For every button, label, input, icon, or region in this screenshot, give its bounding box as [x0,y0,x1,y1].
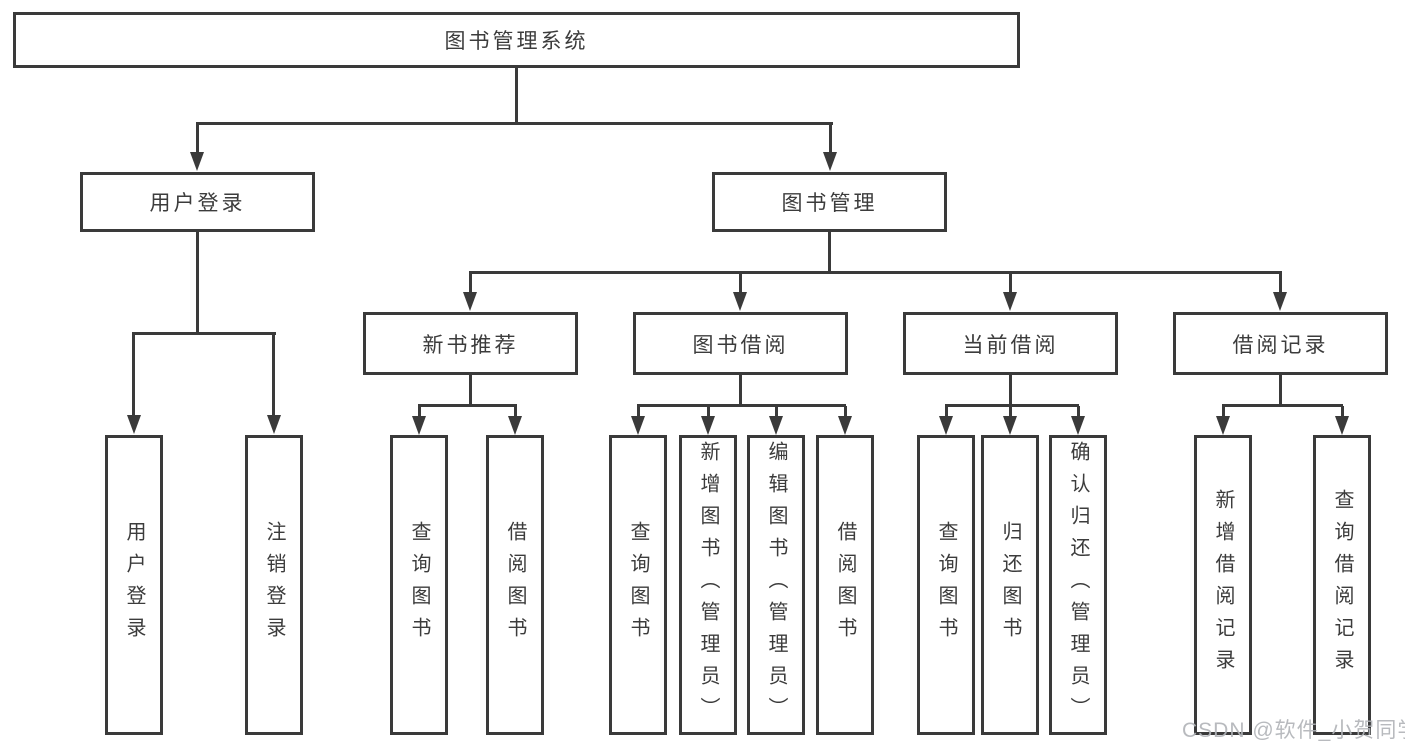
arrowhead-down-icon [631,416,645,435]
leaf-borrow-books: 借阅图书 [816,435,874,735]
leaf-user-login: 用户登录 [105,435,163,735]
arrowhead-down-icon [1003,416,1017,435]
leaf-label: 查询图书 [935,521,957,649]
leaf-edit-books-admin: 编辑图书（管理员） [747,435,805,735]
arrowhead-down-icon [463,292,477,311]
connector-book-mgmt-down [828,232,831,274]
leaf-add-borrow-record: 新增借阅记录 [1194,435,1252,735]
leaf-label: 查询图书 [627,521,649,649]
connector-leaf-stem [1222,406,1225,418]
connector-group-stem [1009,375,1012,406]
connector-leaf-stem [945,406,948,418]
csdn-watermark: CSDN @软件_小贺同学 [1182,719,1405,742]
arrowhead-down-icon [1216,416,1230,435]
node-user-login: 用户登录 [80,172,315,232]
leaf-borrow-books-recommend: 借阅图书 [486,435,544,735]
connector-group-stem [739,375,742,406]
connector-group-branch [1222,404,1343,407]
connector-leaf-stem [1341,406,1344,418]
connector-leaf-stem [775,406,778,418]
connector-user-login-down [196,232,199,335]
leaf-label: 查询借阅记录 [1331,489,1353,681]
leaf-add-books-admin: 新增图书（管理员） [679,435,737,735]
arrowhead-down-icon [412,416,426,435]
connector-root-stem [515,68,518,124]
leaf-query-books-recommend: 查询图书 [390,435,448,735]
node-library-system: 图书管理系统 [13,12,1020,68]
leaf-label: 归还图书 [999,521,1021,649]
connector-leaf-stem [739,274,742,294]
leaf-label: 新增图书（管理员） [697,441,719,729]
connector-leaf-stem [418,406,421,418]
connector-group-stem [1279,375,1282,406]
connector-group-stem [469,375,472,406]
arrowhead-down-icon [190,152,204,171]
leaf-label: 查询图书 [408,521,430,649]
connector-user-login-branch [132,332,276,335]
connector-leaf-stem [272,335,275,416]
leaf-label: 借阅图书 [834,521,856,649]
leaf-return-books: 归还图书 [981,435,1039,735]
arrowhead-down-icon [1003,292,1017,311]
node-borrow-records: 借阅记录 [1173,312,1388,375]
node-current-borrow: 当前借阅 [903,312,1118,375]
connector-leaf-stem [132,335,135,416]
arrowhead-down-icon [701,416,715,435]
leaf-label: 注销登录 [263,521,285,649]
leaf-label: 借阅图书 [504,521,526,649]
leaf-query-books-borrow: 查询图书 [609,435,667,735]
leaf-logout: 注销登录 [245,435,303,735]
arrowhead-down-icon [267,415,281,434]
leaf-label: 确认归还（管理员） [1067,441,1089,729]
connector-leaf-stem [637,406,640,418]
leaf-query-books-current: 查询图书 [917,435,975,735]
arrowhead-down-icon [127,415,141,434]
leaf-label: 新增借阅记录 [1212,489,1234,681]
connector-leaf-stem [707,406,710,418]
arrowhead-down-icon [838,416,852,435]
connector-user-login-stem [196,124,199,155]
leaf-label: 编辑图书（管理员） [765,441,787,729]
connector-group-branch [945,404,1079,407]
leaf-query-borrow-record: 查询借阅记录 [1313,435,1371,735]
node-book-management: 图书管理 [712,172,947,232]
connector-leaf-stem [1009,406,1012,418]
connector-group-branch [637,404,846,407]
arrowhead-down-icon [939,416,953,435]
connector-leaf-stem [844,406,847,418]
node-new-book-recommend: 新书推荐 [363,312,578,375]
connector-leaf-stem [1077,406,1080,418]
connector-book-mgmt-stem [829,124,832,155]
connector-level2-branch [196,122,833,125]
arrowhead-down-icon [823,152,837,171]
connector-leaf-stem [469,274,472,294]
connector-leaf-stem [1279,274,1282,294]
connector-leaf-stem [514,406,517,418]
leaf-label: 用户登录 [123,521,145,649]
leaf-confirm-return-admin: 确认归还（管理员） [1049,435,1107,735]
node-book-borrow: 图书借阅 [633,312,848,375]
arrowhead-down-icon [733,292,747,311]
arrowhead-down-icon [1071,416,1085,435]
arrowhead-down-icon [1273,292,1287,311]
arrowhead-down-icon [508,416,522,435]
arrowhead-down-icon [1335,416,1349,435]
connector-level3-branch [469,271,1282,274]
connector-leaf-stem [1009,274,1012,294]
arrowhead-down-icon [769,416,783,435]
connector-group-branch [418,404,517,407]
